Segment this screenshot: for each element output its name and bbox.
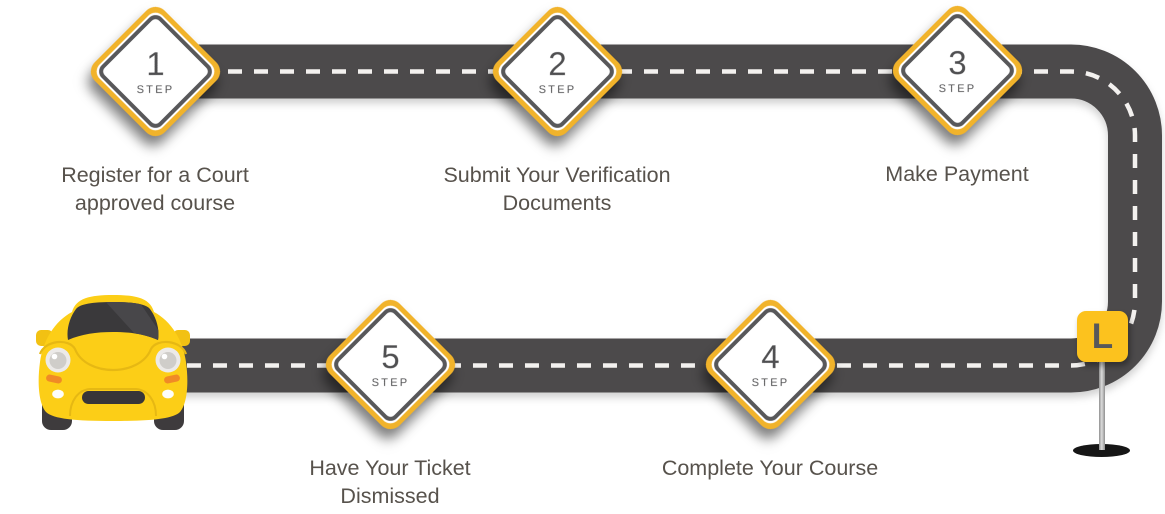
step-1-label: STEP (136, 83, 174, 96)
step-2-number: 2 (547, 44, 567, 82)
step-5-diamond-sign: 5 STEP (319, 293, 461, 435)
step-3-label: STEP (938, 82, 976, 95)
step-2-diamond-sign: 2 STEP (486, 0, 628, 142)
l-plate-sign-icon: L (1077, 311, 1128, 362)
signpost-pole (1099, 360, 1105, 450)
step-2: 2 STEP Submit Your Verification Document… (443, 0, 671, 215)
step-4: 4 STEP Complete Your Course (662, 293, 878, 480)
step-4-number: 4 (760, 337, 780, 375)
step-2-caption: Submit Your Verification Documents (443, 162, 671, 215)
step-5-label: STEP (371, 376, 409, 389)
step-5-caption: Have Your Ticket Dismissed (309, 455, 471, 508)
signpost-ground-shadow (1073, 444, 1130, 457)
step-3: 3 STEP Make Payment (885, 0, 1029, 186)
step-3-caption: Make Payment (885, 161, 1029, 186)
yellow-car-front-icon (36, 295, 190, 430)
step-5: 5 STEP Have Your Ticket Dismissed (309, 293, 471, 508)
step-1: 1 STEP Register for a Court approved cou… (61, 0, 249, 215)
step-4-label: STEP (751, 376, 789, 389)
l-sign-letter: L (1091, 316, 1114, 356)
step-3-number: 3 (947, 43, 967, 81)
step-1-number: 1 (145, 44, 165, 82)
step-5-number: 5 (380, 337, 400, 375)
step-4-diamond-sign: 4 STEP (699, 293, 841, 435)
step-1-diamond-sign: 1 STEP (84, 0, 226, 142)
step-2-label: STEP (538, 83, 576, 96)
step-3-diamond-sign: 3 STEP (886, 0, 1028, 141)
step-4-caption: Complete Your Course (661, 455, 879, 480)
step-1-caption: Register for a Court approved course (61, 162, 249, 215)
